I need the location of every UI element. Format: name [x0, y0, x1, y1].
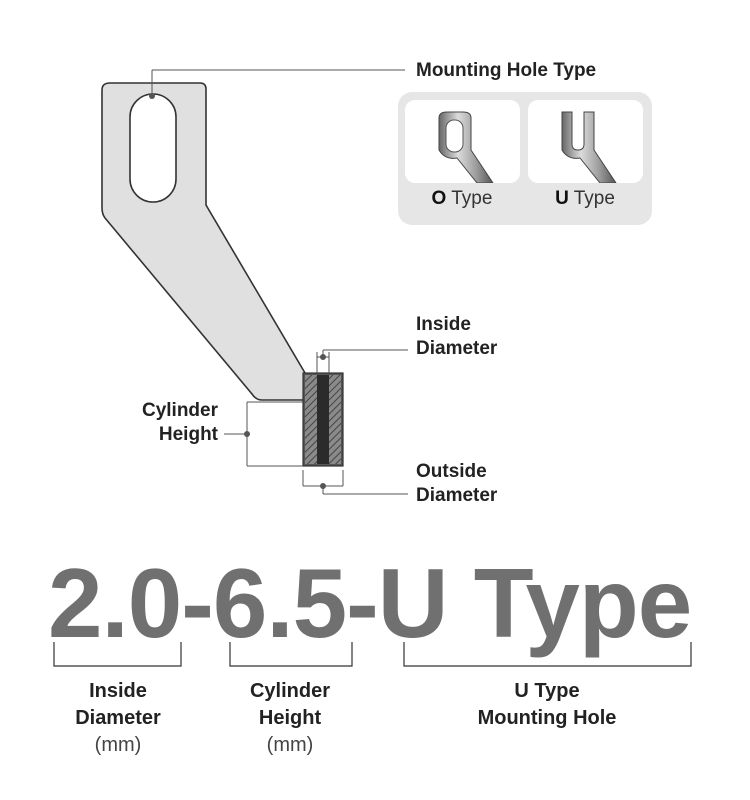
cylinder-height-line1: Cylinder	[141, 400, 218, 421]
legend-mounting-hole: U Type Mounting Hole	[447, 678, 647, 732]
code-dash-1: -	[181, 548, 214, 658]
cylinder-height-label: Cylinder Height	[118, 399, 218, 447]
inside-diameter-label: Inside Diameter	[416, 313, 497, 361]
u-type-card	[528, 100, 643, 183]
inside-diameter-dimension	[316, 349, 408, 373]
bracket-inside-diameter	[53, 642, 182, 667]
u-type-part-icon	[561, 111, 617, 183]
code-brackets	[53, 642, 692, 667]
inside-diameter-line1: Inside	[416, 314, 471, 335]
u-type-word: Type	[573, 188, 615, 209]
code-mounting-type: U Type	[377, 548, 692, 658]
mounting-hole-type-label: Mounting Hole Type	[416, 60, 597, 81]
outside-diameter-dimension	[302, 470, 408, 495]
outside-diameter-line1: Outside	[416, 461, 487, 482]
outside-diameter-line2: Diameter	[416, 485, 498, 506]
mounting-hole-leader	[151, 69, 405, 96]
legend-cylinder-height: Cylinder Height (mm)	[210, 678, 370, 759]
legend-inside-diameter-line1: Inside	[89, 680, 147, 702]
code-inside-diameter: 2.0	[48, 548, 182, 658]
cylinder	[302, 372, 344, 467]
legend-cylinder-height-line2: Height	[258, 707, 322, 729]
o-type-caption: O Type	[402, 188, 522, 210]
model-code: 2.0-6.5-U Type	[48, 548, 692, 658]
o-type-letter: O	[431, 188, 447, 209]
outside-diameter-label: Outside Diameter	[416, 460, 497, 508]
bracket-mounting-type	[403, 642, 692, 667]
legend-mounting-hole-line1: U Type	[514, 680, 580, 702]
mounting-type-panel: O Type U Type	[398, 92, 652, 225]
u-type-letter: U	[555, 188, 569, 209]
o-type-card	[405, 100, 520, 183]
looper-part-diagram	[101, 69, 408, 495]
mounting-hole-slot	[129, 93, 177, 203]
bracket-cylinder-height	[229, 642, 353, 667]
legend-cylinder-height-line1: Cylinder	[249, 680, 331, 702]
legend-inside-diameter-line2: Diameter	[75, 707, 161, 729]
legend-inside-diameter: Inside Diameter (mm)	[38, 678, 198, 759]
o-type-part-icon	[438, 111, 494, 183]
code-dash-2: -	[346, 548, 379, 658]
cylinder-height-line2: Height	[158, 424, 218, 445]
inside-diameter-line2: Diameter	[416, 338, 498, 359]
cylinder-height-dimension	[224, 401, 303, 467]
code-cylinder-height: 6.5	[212, 548, 347, 658]
legend-cylinder-height-unit: (mm)	[266, 734, 314, 756]
legend-mounting-hole-line2: Mounting Hole	[477, 707, 617, 729]
legend-inside-diameter-unit: (mm)	[94, 734, 142, 756]
u-type-caption: U Type	[525, 188, 645, 210]
o-type-word: Type	[451, 188, 493, 209]
